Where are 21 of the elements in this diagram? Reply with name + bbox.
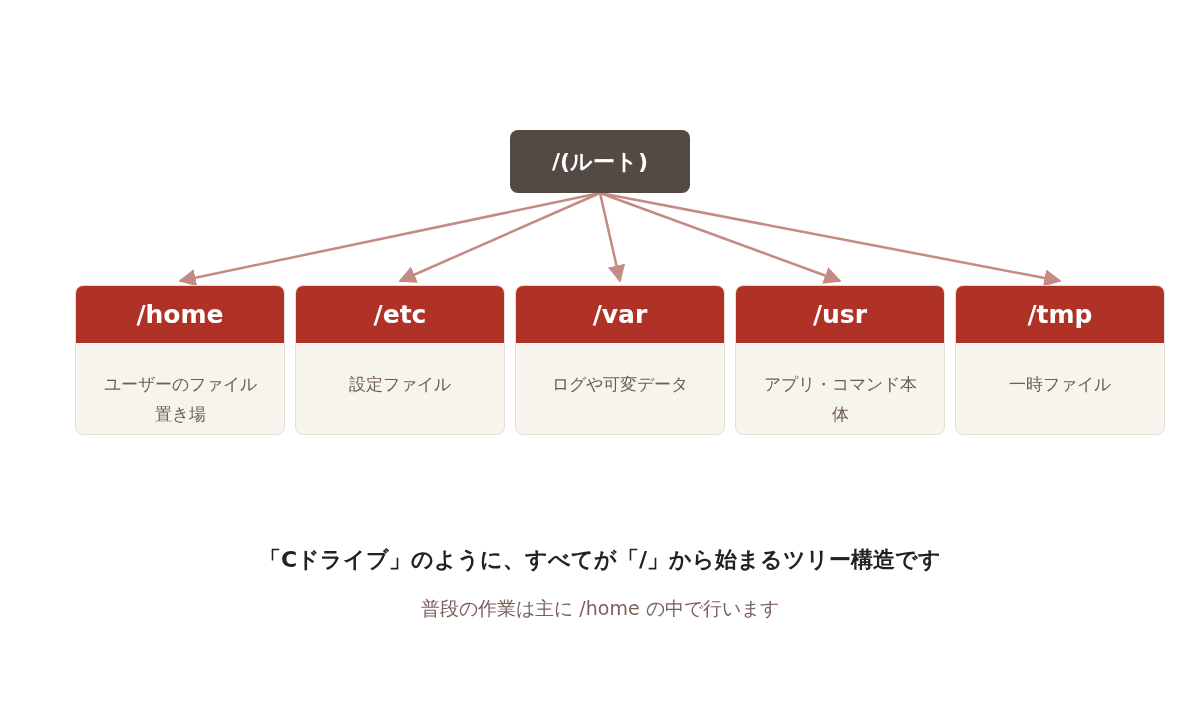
- card-description: ログや可変データ: [552, 374, 688, 394]
- card-header: /usr: [736, 286, 944, 343]
- card-description: アプリ・コマンド本体: [763, 374, 917, 424]
- card-description: 一時ファイル: [1009, 374, 1111, 394]
- directory-card: [295, 285, 505, 435]
- directory-card: [515, 285, 725, 435]
- card-header: /etc: [296, 286, 504, 343]
- card-description: ユーザーのファイル置き場: [103, 374, 257, 424]
- card-header: /var: [516, 286, 724, 343]
- summary-text: 「Cドライブ」のように、すべてが「/」から始まるツリー構造です: [258, 547, 942, 572]
- note-text: 普段の作業は主に /home の中で行います: [421, 597, 779, 619]
- directory-card: [955, 285, 1165, 435]
- card-header: /home: [76, 286, 284, 343]
- root-box: /(ルート): [510, 130, 690, 193]
- card-header: /tmp: [956, 286, 1164, 343]
- arrow: [598, 192, 626, 283]
- arrow: [599, 191, 842, 284]
- directory-card: [75, 285, 285, 435]
- card-description: 設定ファイル: [349, 374, 451, 394]
- directory-card: [735, 285, 945, 435]
- arrow: [398, 191, 601, 283]
